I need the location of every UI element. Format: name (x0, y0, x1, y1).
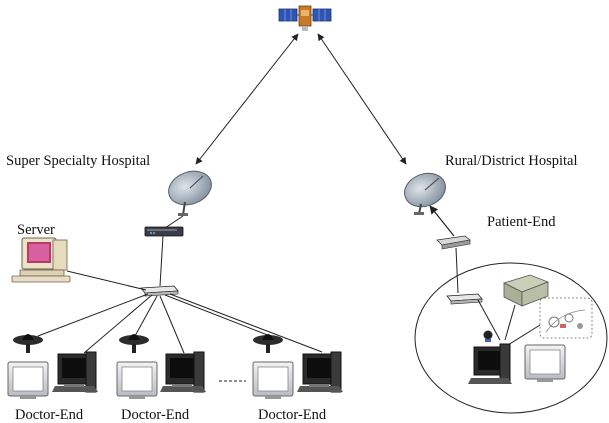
dish-to-modem-link (164, 215, 184, 229)
doctor-end-station-1 (7, 334, 98, 399)
server-computer-icon (11, 237, 71, 283)
switch-icon (140, 285, 179, 297)
rural-hospital-label: Rural/District Hospital (445, 153, 578, 169)
doctor-end-label-3: Doctor-End (258, 407, 327, 423)
switch-icon (446, 293, 483, 305)
monitor-icon (524, 344, 566, 382)
modem-icon (144, 226, 184, 237)
satellite-icon (278, 5, 332, 31)
modem-to-switch-link-rural (455, 247, 459, 294)
satellite-link-super (195, 33, 299, 165)
workstation-icon (160, 351, 206, 393)
super-hospital-label: Super Specialty Hospital (6, 153, 150, 169)
dish-icon (168, 170, 212, 216)
dish-icon (404, 172, 446, 215)
doctor-end-label-2: Doctor-End (121, 407, 190, 423)
dish-to-modem-link-rural (429, 205, 455, 237)
webcam-icon (13, 334, 43, 353)
workstation-icon (468, 343, 512, 384)
workstation-icon (52, 351, 98, 393)
patient-end-enclosure (414, 262, 608, 414)
server-label: Server (17, 222, 55, 238)
monitor-icon (252, 361, 294, 399)
doctor-end-station-2 (116, 334, 206, 399)
patient-end-links (477, 299, 541, 346)
doctor-end-label-1: Doctor-End (15, 407, 84, 423)
server-to-switch-link (66, 270, 147, 291)
patient-end-label: Patient-End (487, 214, 556, 230)
monitor-icon (7, 361, 49, 399)
webcam-icon (119, 334, 149, 353)
scanner-icon (502, 274, 550, 307)
modem-icon (436, 235, 471, 250)
webcam-icon (253, 334, 283, 353)
satellite-link-rural (317, 33, 407, 165)
modem-to-switch-link (159, 235, 164, 287)
monitor-icon (116, 361, 158, 399)
medical-devices-icon (539, 297, 593, 339)
webcam-icon (483, 330, 493, 342)
switch-to-doctors-links (37, 293, 323, 354)
workstation-icon (297, 351, 343, 393)
doctor-end-station-3 (252, 334, 343, 399)
